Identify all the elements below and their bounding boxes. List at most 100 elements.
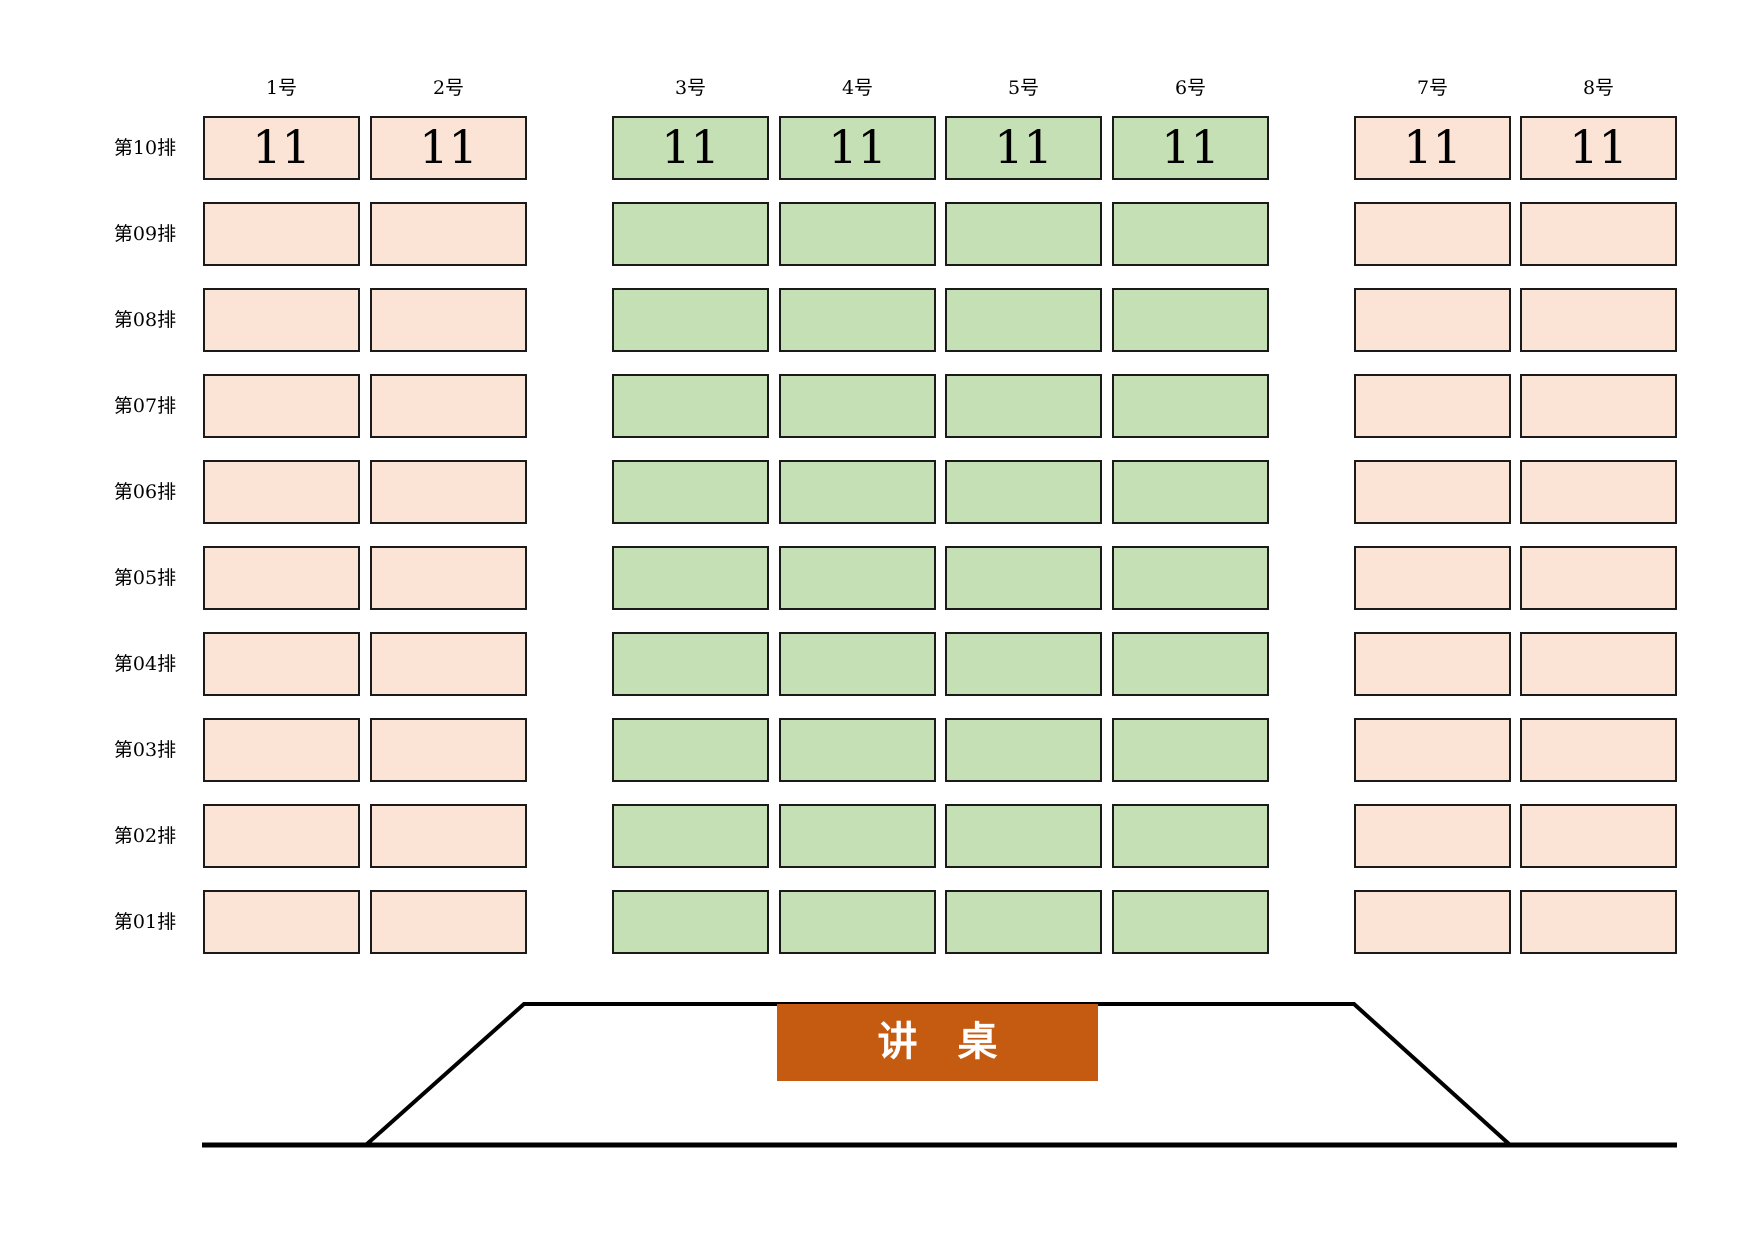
seat-cell[interactable] <box>1112 632 1269 696</box>
seat-cell[interactable] <box>1112 460 1269 524</box>
seat-cell[interactable] <box>370 546 527 610</box>
seat-cell[interactable] <box>779 890 936 954</box>
seat-cell[interactable] <box>945 718 1102 782</box>
seat-cell[interactable] <box>612 632 769 696</box>
column-header: 5号 <box>1007 77 1040 99</box>
seat-cell[interactable] <box>370 804 527 868</box>
seat-cell[interactable] <box>1354 460 1511 524</box>
seat-cell[interactable]: 11 <box>203 116 360 180</box>
seat-cell[interactable] <box>779 804 936 868</box>
seat-cell[interactable] <box>779 546 936 610</box>
seat-cell[interactable] <box>370 632 527 696</box>
column-header: 8号 <box>1582 77 1615 99</box>
seat-cell[interactable] <box>1520 890 1677 954</box>
seat-cell[interactable] <box>1354 202 1511 266</box>
row-label: 第07排 <box>113 395 177 417</box>
seat-cell[interactable] <box>612 718 769 782</box>
row-label: 第01排 <box>113 911 177 933</box>
column-header: 4号 <box>841 77 874 99</box>
column-header: 2号 <box>432 77 465 99</box>
seat-cell[interactable] <box>612 460 769 524</box>
seat-cell[interactable] <box>945 890 1102 954</box>
seat-cell[interactable]: 11 <box>1112 116 1269 180</box>
seat-cell[interactable] <box>1112 288 1269 352</box>
seat-cell[interactable] <box>1354 890 1511 954</box>
seat-cell[interactable] <box>612 374 769 438</box>
seat-cell[interactable] <box>203 374 360 438</box>
seat-cell[interactable]: 11 <box>1520 116 1677 180</box>
row-label: 第02排 <box>113 825 177 847</box>
seat-cell[interactable] <box>1112 202 1269 266</box>
seat-cell[interactable] <box>203 890 360 954</box>
seat-cell[interactable] <box>1112 804 1269 868</box>
seat-cell[interactable] <box>1520 288 1677 352</box>
column-header: 7号 <box>1416 77 1449 99</box>
seat-cell[interactable] <box>1354 718 1511 782</box>
seat-cell[interactable] <box>1354 374 1511 438</box>
seat-cell[interactable] <box>779 718 936 782</box>
seat-cell[interactable]: 11 <box>945 116 1102 180</box>
seat-cell[interactable] <box>370 890 527 954</box>
seat-cell[interactable] <box>612 288 769 352</box>
seat-cell[interactable] <box>370 288 527 352</box>
seat-cell[interactable] <box>1112 890 1269 954</box>
seat-cell[interactable] <box>1520 460 1677 524</box>
seat-cell[interactable] <box>779 632 936 696</box>
seat-cell[interactable] <box>612 804 769 868</box>
row-label: 第06排 <box>113 481 177 503</box>
seat-cell[interactable] <box>945 460 1102 524</box>
seat-cell[interactable] <box>370 718 527 782</box>
seat-cell[interactable] <box>1354 804 1511 868</box>
column-header: 3号 <box>674 77 707 99</box>
seat-cell[interactable] <box>612 890 769 954</box>
row-label: 第08排 <box>113 309 177 331</box>
seat-cell[interactable]: 11 <box>370 116 527 180</box>
column-header: 6号 <box>1174 77 1207 99</box>
seat-cell[interactable] <box>203 546 360 610</box>
seat-cell[interactable] <box>779 202 936 266</box>
seat-cell[interactable] <box>779 460 936 524</box>
seat-cell[interactable]: 11 <box>779 116 936 180</box>
seat-cell[interactable]: 11 <box>1354 116 1511 180</box>
seat-cell[interactable] <box>1354 632 1511 696</box>
seat-cell[interactable] <box>945 374 1102 438</box>
seat-cell[interactable]: 11 <box>612 116 769 180</box>
seat-cell[interactable] <box>1520 202 1677 266</box>
seat-cell[interactable] <box>370 374 527 438</box>
seat-cell[interactable] <box>1520 632 1677 696</box>
seat-cell[interactable] <box>779 288 936 352</box>
seat-cell[interactable] <box>370 460 527 524</box>
seat-cell[interactable] <box>945 546 1102 610</box>
seat-cell[interactable] <box>1520 804 1677 868</box>
seat-cell[interactable] <box>1112 546 1269 610</box>
row-label: 第10排 <box>113 137 177 159</box>
seat-cell[interactable] <box>203 202 360 266</box>
seat-cell[interactable] <box>203 804 360 868</box>
seat-cell[interactable] <box>945 632 1102 696</box>
seat-cell[interactable] <box>203 460 360 524</box>
column-header: 1号 <box>265 77 298 99</box>
seat-cell[interactable] <box>945 202 1102 266</box>
seat-cell[interactable] <box>1354 546 1511 610</box>
seat-cell[interactable] <box>203 288 360 352</box>
row-label: 第04排 <box>113 653 177 675</box>
row-label: 第03排 <box>113 739 177 761</box>
seat-cell[interactable] <box>1520 718 1677 782</box>
seat-cell[interactable] <box>612 202 769 266</box>
seat-cell[interactable] <box>945 288 1102 352</box>
seat-cell[interactable] <box>945 804 1102 868</box>
seat-cell[interactable] <box>612 546 769 610</box>
seat-cell[interactable] <box>1112 374 1269 438</box>
seat-cell[interactable] <box>203 632 360 696</box>
row-label: 第05排 <box>113 567 177 589</box>
seat-cell[interactable] <box>779 374 936 438</box>
podium-label: 讲 桌 <box>777 1004 1098 1081</box>
row-label: 第09排 <box>113 223 177 245</box>
seat-cell[interactable] <box>370 202 527 266</box>
seat-cell[interactable] <box>1112 718 1269 782</box>
seat-cell[interactable] <box>1520 546 1677 610</box>
seat-cell[interactable] <box>1354 288 1511 352</box>
seat-cell[interactable] <box>1520 374 1677 438</box>
seat-cell[interactable] <box>203 718 360 782</box>
